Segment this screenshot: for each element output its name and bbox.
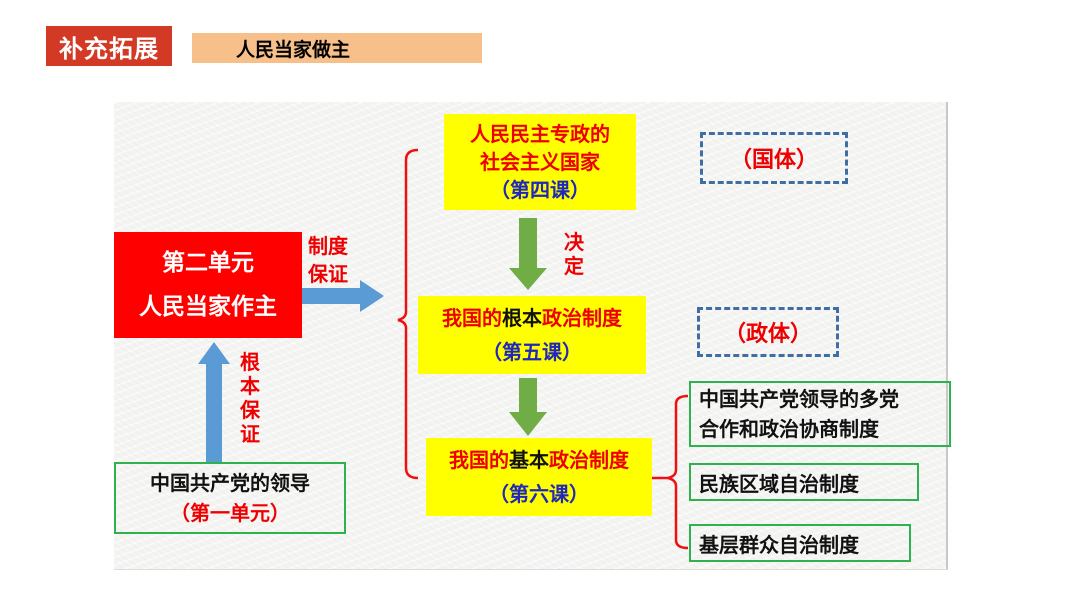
fundamental-guarantee-label: 根本保证	[240, 350, 260, 446]
brace-main	[397, 148, 419, 480]
state-nature-box: 人民民主专政的 社会主义国家 （第四课）	[444, 114, 636, 210]
lesson-four-label: （第四课）	[490, 178, 590, 202]
party-leadership-box: 中国共产党的领导 （第一单元）	[114, 462, 346, 534]
unit-two-label: 第二单元	[162, 250, 254, 276]
page-title-bar: 人民当家做主	[192, 33, 482, 63]
arrow-right-icon	[302, 280, 384, 312]
arrow-down-icon	[509, 218, 547, 290]
institutional-guarantee-label: 制度 保证	[308, 234, 348, 286]
unit-two-title: 人民当家作主	[139, 294, 277, 320]
section-tag: 补充拓展	[46, 26, 172, 66]
basic-political-system-box: 我国的基本政治制度 （第六课）	[426, 438, 652, 516]
state-system-label: （国体）	[700, 132, 848, 184]
brace-systems	[667, 394, 689, 550]
unit-one-label: （第一单元）	[170, 501, 290, 525]
page-title: 人民当家做主	[236, 38, 351, 61]
community-self-governance-box: 基层群众自治制度	[689, 524, 911, 562]
lesson-six-label: （第六课）	[489, 482, 589, 506]
unit-two-box: 第二单元 人民当家作主	[114, 232, 302, 338]
fundamental-political-system-box: 我国的根本政治制度 （第五课）	[418, 296, 646, 374]
government-system-label: （政体）	[697, 307, 839, 357]
lesson-five-label: （第五课）	[482, 340, 582, 364]
party-leadership-text: 中国共产党的领导	[150, 471, 310, 495]
regional-ethnic-autonomy-box: 民族区域自治制度	[689, 463, 919, 501]
arrow-down-icon	[509, 378, 547, 436]
multi-party-cooperation-box: 中国共产党领导的多党 合作和政治协商制度	[689, 381, 951, 447]
arrow-up-icon	[198, 342, 230, 462]
determines-label: 决定	[564, 230, 584, 278]
